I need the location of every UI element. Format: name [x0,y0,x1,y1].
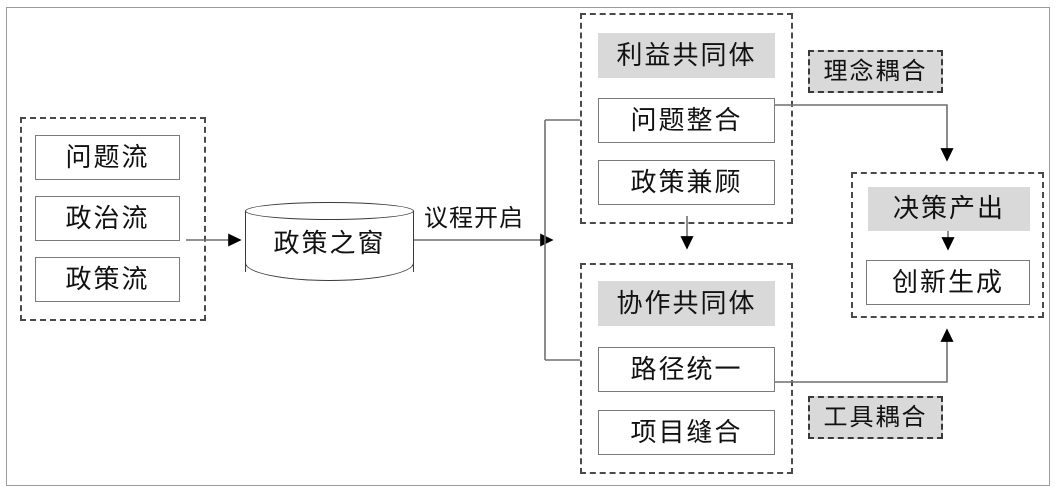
header-interest-community[interactable]: 利益共同体 [598,33,775,78]
cylinder-body [245,211,414,272]
header-decision-output[interactable]: 决策产出 [868,187,1030,231]
figure-outer-frame [6,7,1050,486]
node-policy-accommodation[interactable]: 政策兼顾 [598,160,775,205]
tag-idea-coupling[interactable]: 理念耦合 [808,50,943,93]
tag-tool-coupling[interactable]: 工具耦合 [808,396,943,439]
node-innovation-generation[interactable]: 创新生成 [866,260,1030,305]
edge-label-agenda-open: 议程开启 [424,206,524,232]
node-problem-stream[interactable]: 问题流 [35,135,180,180]
node-problem-integration[interactable]: 问题整合 [598,98,775,143]
node-policy-stream[interactable]: 政策流 [35,257,180,302]
node-politics-stream[interactable]: 政治流 [35,196,180,241]
node-project-stitching[interactable]: 项目缝合 [598,410,775,455]
header-collaboration-community[interactable]: 协作共同体 [598,281,775,326]
node-policy-window[interactable]: 政策之窗 [245,202,414,281]
node-path-unification[interactable]: 路径统一 [598,347,775,392]
policy-window-label: 政策之窗 [273,229,386,258]
decision-output-container [851,172,1044,318]
cylinder-top-ellipse [245,202,414,220]
streams-group-container [20,117,206,321]
